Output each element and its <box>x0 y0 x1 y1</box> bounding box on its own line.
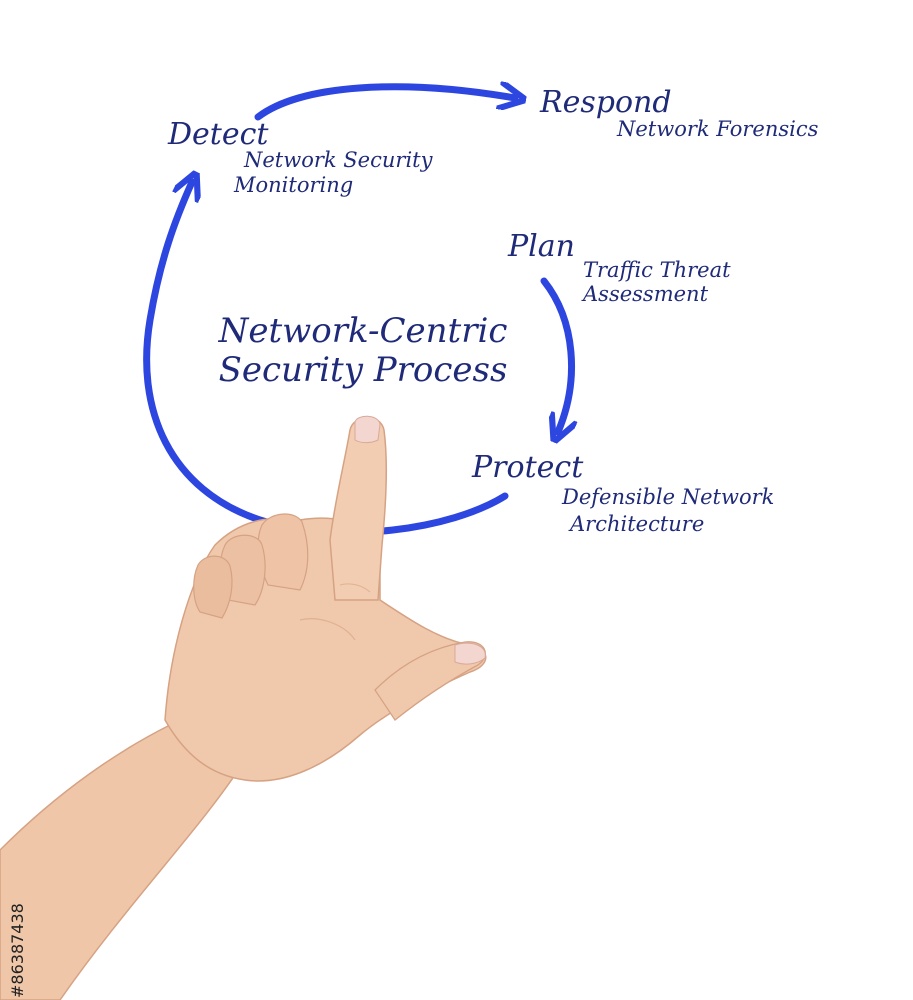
respond-title: Respond <box>540 85 672 120</box>
center-title-line-1: Network-Centric <box>218 311 508 351</box>
protect-sub-line-2: Architecture <box>570 512 705 536</box>
respond-sub-line-1: Network Forensics <box>617 117 819 141</box>
detect-sub-line-1: Network Security <box>244 148 433 172</box>
arrow-detect-to-respond <box>254 87 515 121</box>
pointing-hand-icon <box>0 415 487 1000</box>
center-title-line-2: Security Process <box>218 350 508 391</box>
plan-sub-line-1: Traffic Threat <box>583 258 731 282</box>
arrow-plan-to-protect <box>540 277 572 432</box>
stock-id-watermark: #86387438 <box>8 903 27 998</box>
detect-title: Detect <box>168 117 269 152</box>
protect-title: Protect <box>472 450 584 485</box>
center-title: Network-Centric Security Process <box>188 311 538 391</box>
protect-sub-line-1: Defensible Network <box>562 485 775 509</box>
plan-title: Plan <box>508 229 575 264</box>
arrow-protect-to-detect <box>143 182 509 536</box>
plan-sub-line-2: Assessment <box>583 282 709 306</box>
detect-sub-line-2: Monitoring <box>234 173 354 197</box>
